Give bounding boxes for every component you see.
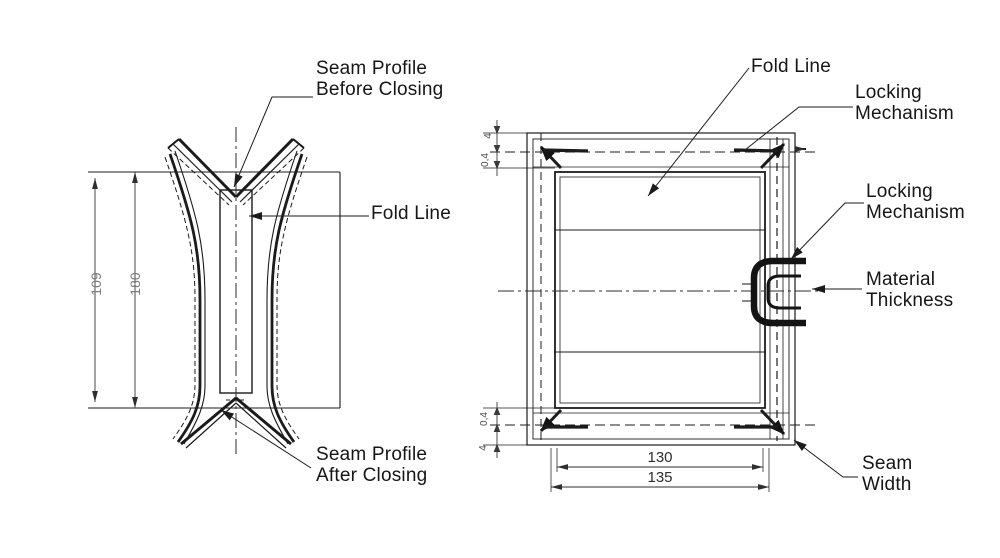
label-seam-width: Seam Width <box>862 453 912 495</box>
label-line: Seam Profile <box>316 58 428 79</box>
label-seam-profile-after: Seam Profile After Closing <box>316 444 427 486</box>
dim-value-135: 135 <box>647 469 673 486</box>
right-figure-linework <box>483 132 822 446</box>
label-locking-mechanism-top: Locking Mechanism <box>855 82 954 124</box>
left-figure-leaders <box>220 96 369 469</box>
label-line: Seam Profile <box>316 444 428 465</box>
label-line: Width <box>862 474 912 495</box>
dim-value-180: 180 <box>127 272 143 296</box>
label-line: Locking <box>866 181 933 202</box>
label-line: Material <box>866 269 936 290</box>
label-line: Mechanism <box>866 202 965 223</box>
label-fold-line-left: Fold Line <box>371 203 451 224</box>
left-figure-dimensions <box>92 172 138 408</box>
dim-value-top-fold: 4 <box>483 133 494 139</box>
label-seam-profile-before: Seam Profile Before Closing <box>316 58 443 100</box>
dim-value-bottom-thickness: 0,4 <box>479 412 490 426</box>
label-line: Locking <box>855 82 922 103</box>
right-figure-dimensions <box>550 448 770 492</box>
label-line: Mechanism <box>855 103 954 124</box>
edge-dimension-marks <box>493 120 501 458</box>
dim-value-top-thickness: 0,4 <box>480 153 491 167</box>
label-line: Thickness <box>866 290 954 311</box>
label-material-thickness: Material Thickness <box>866 269 953 311</box>
left-figure-linework <box>88 127 341 456</box>
label-line: Seam <box>862 453 913 474</box>
dim-value-bottom-fold: 4 <box>478 445 489 451</box>
label-line: Before Closing <box>316 79 444 100</box>
label-locking-mechanism-side: Locking Mechanism <box>866 181 965 223</box>
locking-clamp-detail <box>742 257 806 327</box>
dim-value-109: 109 <box>88 272 104 296</box>
right-figure-leaders <box>647 67 864 478</box>
label-fold-line-right: Fold Line <box>751 56 831 77</box>
label-line: After Closing <box>316 465 428 486</box>
dim-value-130: 130 <box>647 449 673 466</box>
